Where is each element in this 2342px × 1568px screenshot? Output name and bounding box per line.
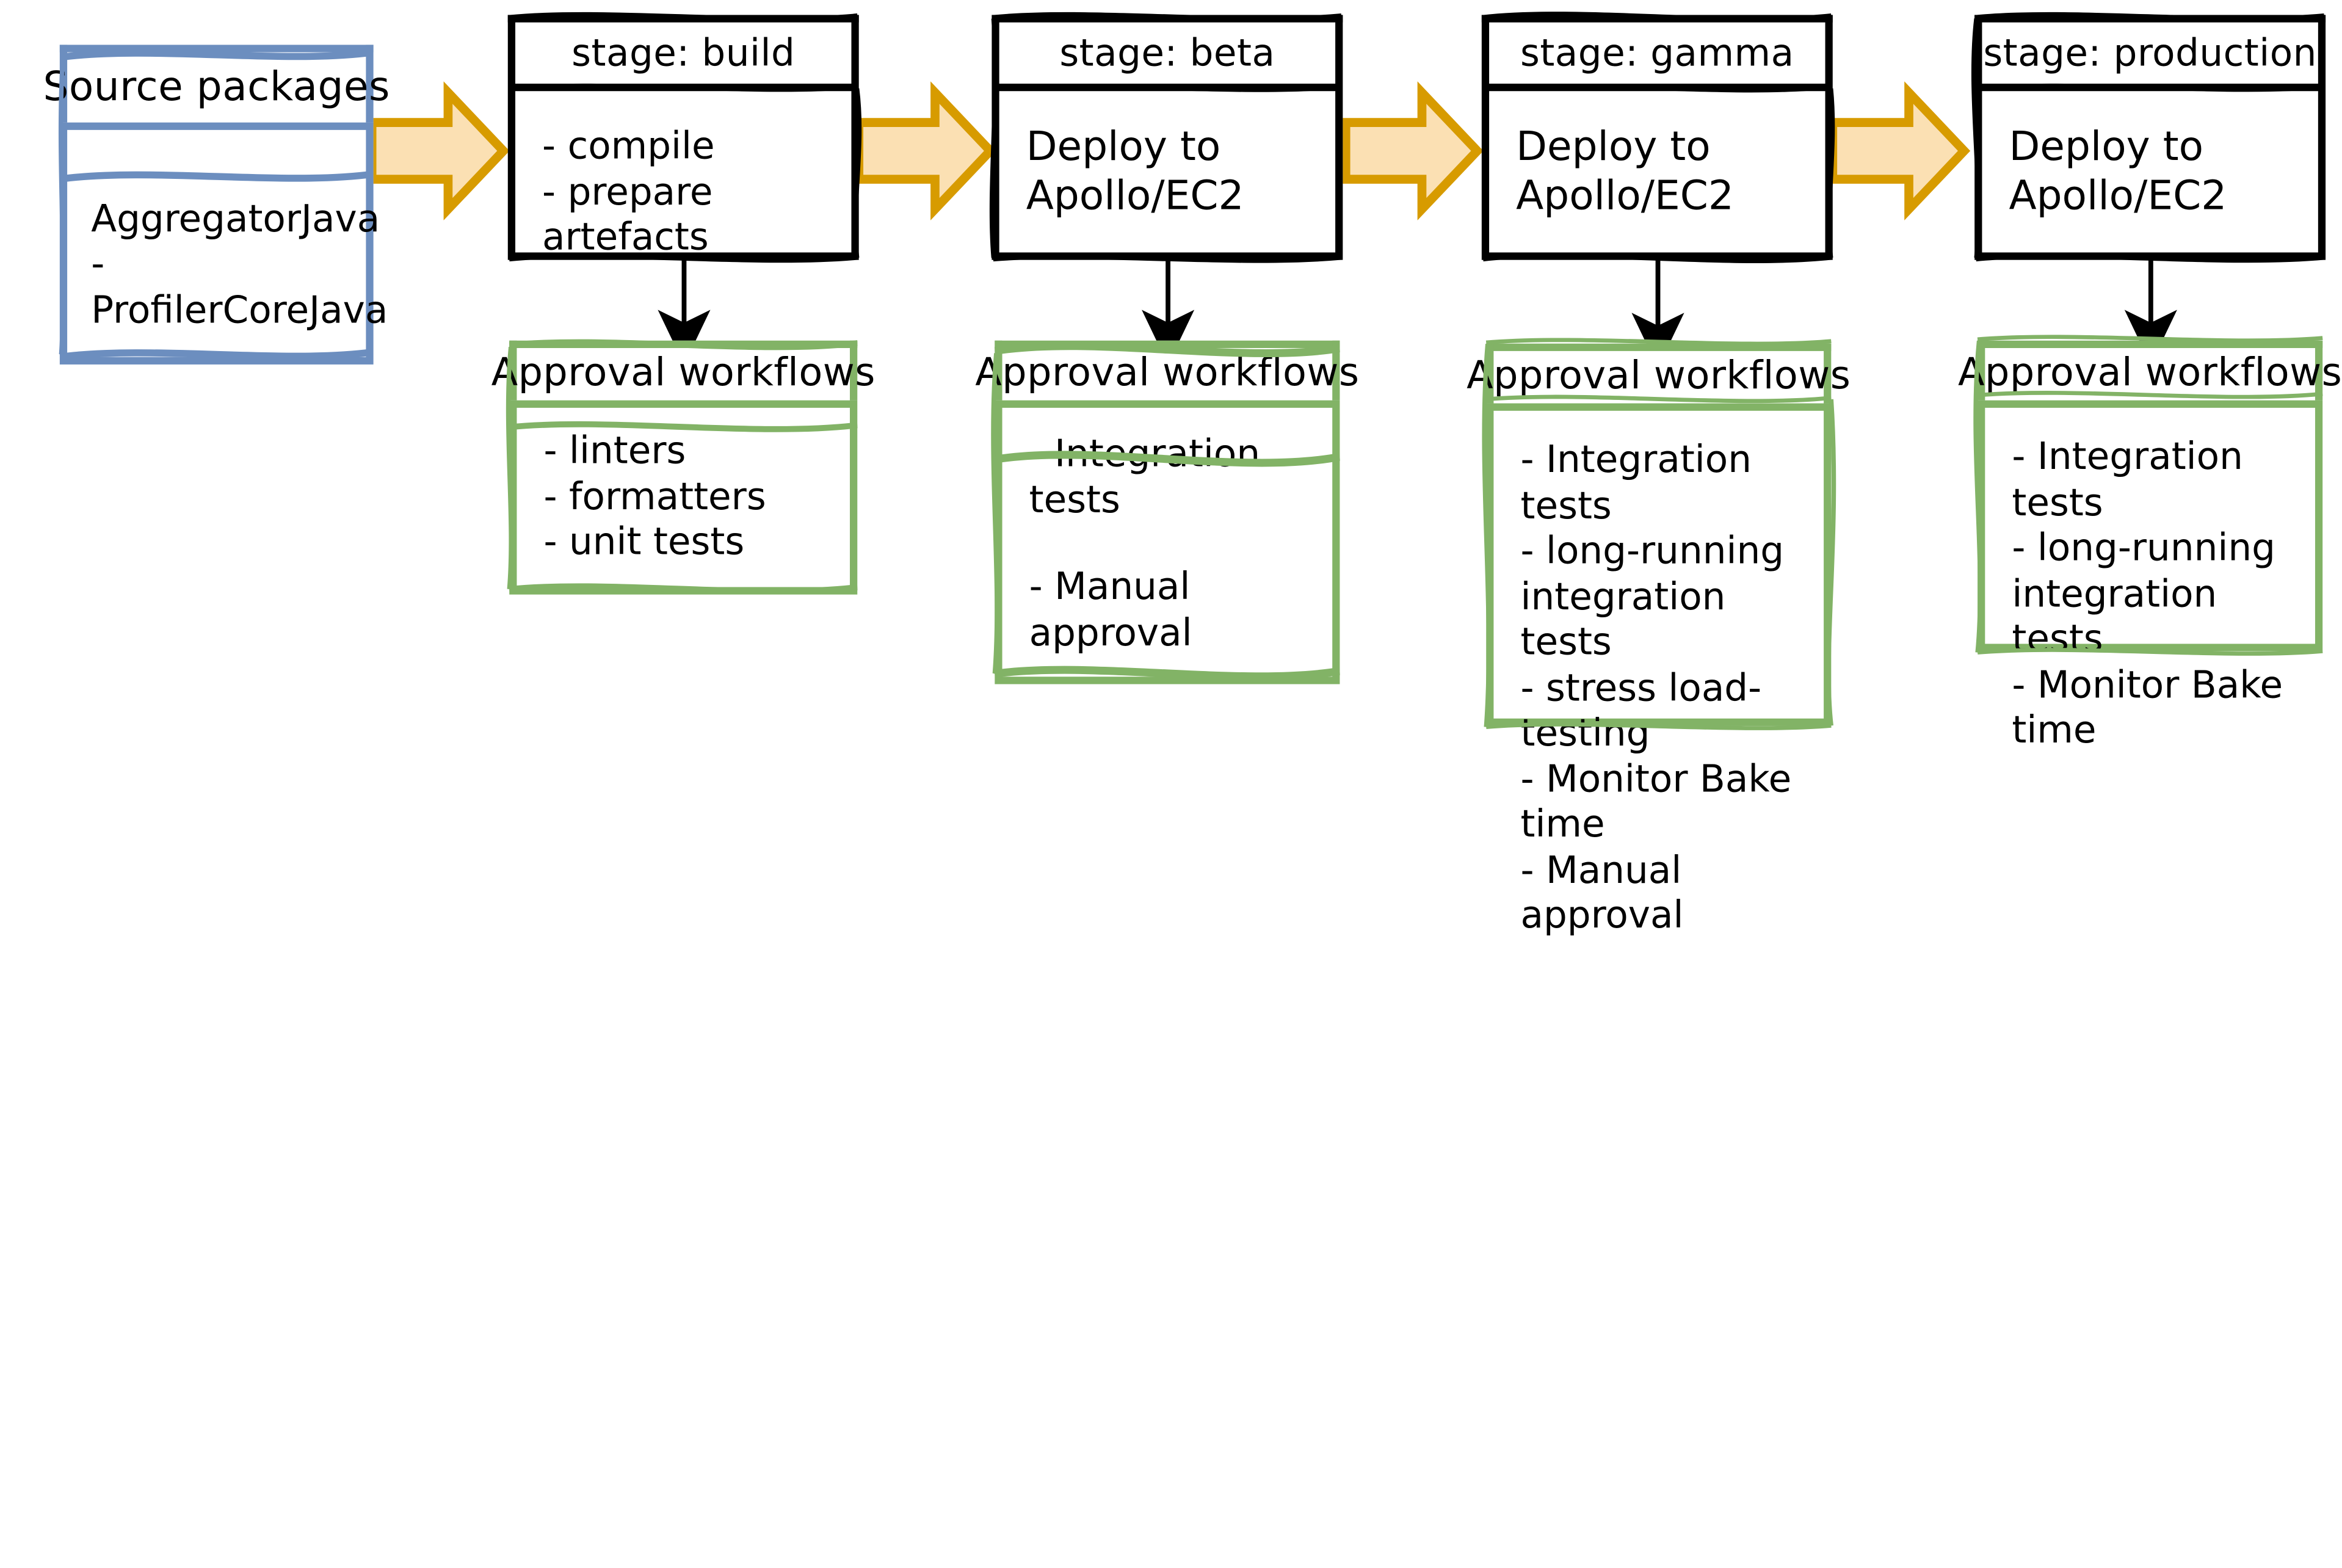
list-item-cont: time (1520, 802, 1605, 846)
stage-node-beta[interactable]: stage: beta Deploy to Apollo/EC2 (989, 12, 1343, 263)
approval-header-beta: Approval workflows (975, 340, 1359, 401)
list-item: - prepare artefacts (542, 169, 725, 259)
spacer-line (1029, 523, 1318, 565)
list-item: - Manual approval (1520, 848, 1694, 937)
approval-body-beta: - Integration tests - Manual approval (995, 400, 1340, 684)
stage-line: Apollo/EC2 (1516, 173, 1734, 220)
approval-title: Approval workflows (1957, 351, 2342, 396)
list-item: - Integration tests (1520, 437, 1764, 527)
stage-title: stage: build (571, 31, 796, 74)
list-item: - Integration tests (1029, 432, 1272, 521)
list-item: - long-running (2012, 526, 2275, 570)
source-packages-body: - AggregatorJava - ProfilerCoreJava (59, 122, 388, 365)
approval-node-production[interactable]: Approval workflows - Integration tests -… (1958, 335, 2342, 752)
list-item: - compile (542, 124, 715, 167)
stage-node-gamma[interactable]: stage: gamma Deploy to Apollo/EC2 (1481, 12, 1835, 263)
list-item-cont: integration tests (2012, 571, 2229, 661)
flow-arrow-beta-to-gamma (1341, 81, 1484, 220)
stage-title: stage: production (1983, 31, 2317, 74)
list-item: - ProfilerCoreJava (91, 242, 388, 331)
stage-body-gamma: Deploy to Apollo/EC2 (1481, 84, 1833, 260)
list-item-cont: time (2012, 708, 2097, 752)
list-item: - Monitor Bake (2012, 662, 2283, 706)
approval-body-build: - linters - formatters - unit tests (509, 400, 858, 594)
stage-line: Apollo/EC2 (1026, 173, 1244, 220)
list-item: - linters (543, 429, 686, 473)
stage-node-build[interactable]: stage: build - compile - prepare artefac… (507, 12, 862, 263)
list-item: - unit tests (543, 520, 745, 564)
approval-header-gamma: Approval workflows (1466, 343, 1851, 404)
flow-arrow-source-to-build (367, 81, 510, 220)
approval-title: Approval workflows (1466, 354, 1851, 399)
approval-header-build: Approval workflows (491, 340, 875, 401)
stage-header-beta: stage: beta (992, 15, 1343, 84)
source-packages-header: Source packages (43, 45, 390, 123)
approval-body-gamma: - Integration tests - long-running integ… (1486, 403, 1832, 937)
flow-arrow-gamma-to-production (1828, 81, 1971, 220)
approval-title: Approval workflows (491, 351, 876, 396)
list-item: - Monitor Bake (1520, 757, 1792, 800)
list-item: - Manual approval (1029, 564, 1202, 654)
stage-line: Deploy to (1026, 124, 1221, 170)
approval-node-beta[interactable]: Approval workflows - Integration tests -… (975, 340, 1359, 684)
flow-arrow-build-to-beta (854, 81, 997, 220)
list-item: - long-running (1520, 529, 1785, 572)
stage-title: stage: gamma (1520, 31, 1794, 74)
list-item-cont: integration tests (1520, 574, 1738, 664)
stage-line: Apollo/EC2 (2009, 173, 2227, 220)
source-packages-node[interactable]: Source packages - AggregatorJava - Profi… (43, 45, 390, 365)
diagram-canvas: Source packages - AggregatorJava - Profi… (43, 12, 2342, 937)
stage-title: stage: beta (1059, 31, 1275, 74)
approval-body-production: - Integration tests - long-running integ… (1978, 400, 2323, 752)
source-packages-title: Source packages (43, 64, 390, 111)
stage-body-production: Deploy to Apollo/EC2 (1974, 84, 2326, 260)
list-item: - stress load-testing (1520, 665, 1762, 755)
approval-title: Approval workflows (975, 351, 1360, 396)
stage-header-build: stage: build (507, 15, 859, 84)
stage-header-production: stage: production (1974, 15, 2326, 84)
stage-header-gamma: stage: gamma (1481, 15, 1833, 84)
stage-body-build: - compile - prepare artefacts (507, 84, 859, 260)
stage-body-beta: Deploy to Apollo/EC2 (992, 84, 1343, 260)
stage-line: Deploy to (1516, 124, 1711, 170)
approval-node-gamma[interactable]: Approval workflows - Integration tests -… (1466, 338, 1851, 937)
stage-node-production[interactable]: stage: production Deploy to Apollo/EC2 (1971, 12, 2326, 263)
list-item: - formatters (543, 474, 766, 518)
list-item: - AggregatorJava (91, 151, 380, 240)
approval-node-build[interactable]: Approval workflows - linters - formatter… (491, 339, 875, 595)
stage-line: Deploy to (2009, 124, 2204, 170)
approval-header-production: Approval workflows (1958, 340, 2342, 401)
list-item: - Integration tests (2012, 434, 2255, 524)
